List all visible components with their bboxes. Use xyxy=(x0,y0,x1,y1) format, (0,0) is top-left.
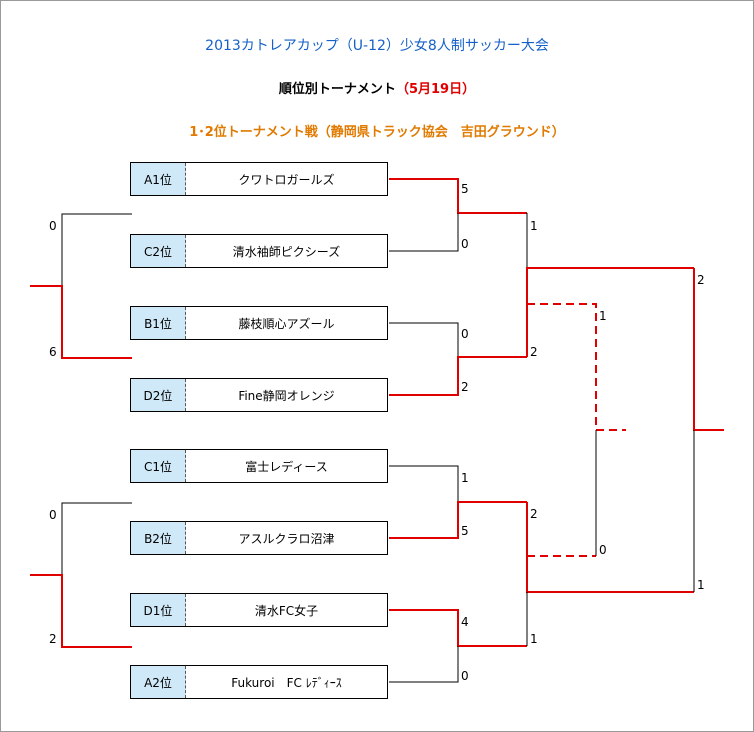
score-final-a: 2 xyxy=(697,273,705,287)
team-box-7: D1位 清水FC女子 xyxy=(130,593,388,627)
seed-label: A2位 xyxy=(131,666,186,698)
seed-label: C1位 xyxy=(131,450,186,482)
team-name: アスルクラロ沼津 xyxy=(238,531,335,546)
r1-m2-winner-line xyxy=(389,356,527,396)
score-r1-m1-b: 0 xyxy=(461,237,469,251)
left-top-loser-line xyxy=(61,213,132,286)
score-r1-m4-b: 0 xyxy=(461,669,469,683)
left-bottom-loser-line xyxy=(61,502,132,575)
score-r1-m4-a: 4 xyxy=(461,615,469,629)
left-bottom-winner-line xyxy=(30,574,132,648)
score-r2-top-b: 2 xyxy=(530,345,538,359)
bracket-subtitle: 順位別トーナメント（5月19日） xyxy=(0,78,754,97)
left-top-winner-line xyxy=(30,285,132,359)
tournament-title: 2013カトレアカップ（U-12）少女8人制サッカー大会 xyxy=(205,38,549,54)
team-box-8: A2位 Fukuroi FC ﾚﾃﾞｨｰｽ xyxy=(130,665,388,699)
score-r2-bottom-a: 2 xyxy=(530,507,538,521)
bracket-subtitle-main: 順位別トーナメント xyxy=(278,82,396,97)
team-name: 富士レディース xyxy=(245,459,328,474)
score-third-b: 0 xyxy=(599,543,607,557)
final-winner-line xyxy=(693,268,724,431)
team-box-1: A1位 クワトロガールズ xyxy=(130,162,388,196)
score-left-bottom-1: 0 xyxy=(49,508,57,522)
r1-m4-winner-line xyxy=(389,609,527,647)
seed-label: B1位 xyxy=(131,307,186,339)
bracket-date: （5月19日） xyxy=(395,82,476,97)
score-final-b: 1 xyxy=(697,578,705,592)
r1-m3-winner-line xyxy=(389,501,527,539)
third-place-top-line xyxy=(527,303,626,431)
r1-m4-loser-line xyxy=(389,646,459,683)
score-third-a: 1 xyxy=(599,309,607,323)
score-r2-bottom-b: 1 xyxy=(530,632,538,646)
team-name: Fine静岡オレンジ xyxy=(238,388,335,403)
seed-label: A1位 xyxy=(131,163,186,195)
r1-m1-loser-line xyxy=(389,213,459,252)
seed-label: D2位 xyxy=(131,379,186,411)
team-name: Fukuroi FC ﾚﾃﾞｨｰｽ xyxy=(231,675,342,690)
team-name: 清水FC女子 xyxy=(254,603,319,618)
score-r1-m2-a: 0 xyxy=(461,327,469,341)
score-r2-top-a: 1 xyxy=(530,219,538,233)
seed-label: D1位 xyxy=(131,594,186,626)
r2-top-winner-line xyxy=(526,267,694,357)
score-r1-m3-a: 1 xyxy=(461,471,469,485)
r2-bottom-winner-line xyxy=(526,502,694,593)
team-name: 清水袖師ピクシーズ xyxy=(232,244,341,259)
seed-label: C2位 xyxy=(131,235,186,267)
team-box-4: D2位 Fine静岡オレンジ xyxy=(130,378,388,412)
score-r1-m3-b: 5 xyxy=(461,524,469,538)
score-left-top-2: 6 xyxy=(49,345,57,359)
r1-m3-loser-line xyxy=(389,465,459,502)
score-left-top-1: 0 xyxy=(49,219,57,233)
team-box-3: B1位 藤枝順心アズール xyxy=(130,306,388,340)
team-box-5: C1位 富士レディース xyxy=(130,449,388,483)
r1-m1-winner-line xyxy=(389,178,527,214)
score-left-bottom-2: 2 xyxy=(49,632,57,646)
team-box-2: C2位 清水袖師ピクシーズ xyxy=(130,234,388,268)
score-r1-m2-b: 2 xyxy=(461,380,469,394)
seed-label: B2位 xyxy=(131,522,186,554)
r1-m2-loser-line xyxy=(389,322,459,357)
team-name: クワトロガールズ xyxy=(238,172,335,187)
score-r1-m1-a: 5 xyxy=(461,182,469,196)
section-title: 1･2位トーナメント戦（静岡県トラック協会 吉田グラウンド） xyxy=(189,125,565,140)
team-name: 藤枝順心アズール xyxy=(238,316,335,331)
team-box-6: B2位 アスルクラロ沼津 xyxy=(130,521,388,555)
